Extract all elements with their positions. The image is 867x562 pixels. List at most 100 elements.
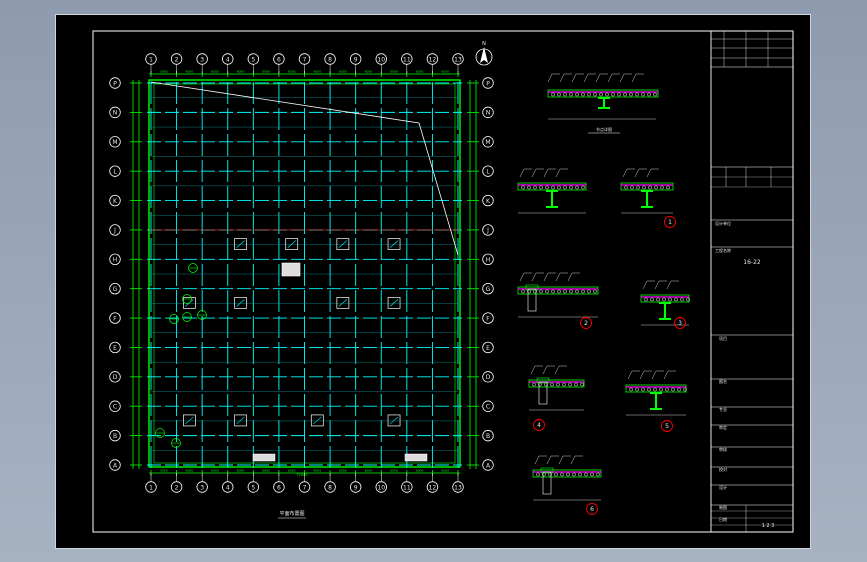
void-circle xyxy=(648,185,652,190)
column-axis-bubble xyxy=(247,53,260,65)
span-dimension: 6000 xyxy=(390,469,398,473)
column-axis-bubble xyxy=(324,481,336,493)
span-dimension: 6000 xyxy=(211,70,219,74)
row-axis-label: J xyxy=(486,227,489,234)
void-circle xyxy=(581,185,585,190)
row-axis-bubble xyxy=(482,165,494,177)
detail-cap xyxy=(536,377,550,384)
detail-callout-label: 1 xyxy=(668,219,672,226)
row-axis-label: H xyxy=(486,257,491,264)
column-axis-label: 1 xyxy=(149,484,153,491)
row-axis-bubble xyxy=(109,312,121,324)
opening-mark xyxy=(234,297,247,309)
detail-callout xyxy=(533,419,545,431)
column-axis-label: 13 xyxy=(454,484,462,491)
annotation-leader xyxy=(543,168,549,178)
span-dimension: 6000 xyxy=(365,469,373,473)
annotation-leader xyxy=(619,73,625,83)
void-circle xyxy=(623,92,627,97)
void-circle xyxy=(674,297,678,302)
floor-plan: 3000 6000 6000 6000 6000 6000 6000 6000 6000 6000… xyxy=(109,41,494,519)
column-axis-bubble xyxy=(145,53,157,65)
column-axis-label: 12 xyxy=(429,56,437,63)
span-dimension: 6000 xyxy=(339,70,347,74)
annotation-leader xyxy=(571,73,577,83)
column-axis-bubble xyxy=(401,53,413,65)
void-circle xyxy=(642,185,646,190)
row-axis-label: G xyxy=(113,286,118,293)
opening-diagonal xyxy=(389,416,399,425)
opening-mark xyxy=(387,297,401,309)
column-axis-label: 5 xyxy=(251,484,255,491)
void-circle xyxy=(563,185,567,190)
void-circle xyxy=(554,472,558,477)
void-circle xyxy=(536,472,540,477)
span-dimension: 6000 xyxy=(186,70,194,74)
span-dimension: 6000 xyxy=(211,469,219,473)
row-axis-label: J xyxy=(113,227,116,234)
opening-diagonal xyxy=(236,416,245,425)
column-axis-label: 6 xyxy=(277,56,281,63)
annotation-leader xyxy=(546,455,552,465)
detail-beam-web xyxy=(655,392,657,410)
void-circle xyxy=(635,92,639,97)
annotation-leader xyxy=(666,280,672,290)
detail-column xyxy=(542,471,552,495)
column-axis-bubble xyxy=(170,53,183,65)
annotation-leader xyxy=(554,365,560,375)
detail-beam-web xyxy=(664,302,666,320)
detail-beam-web xyxy=(646,190,648,208)
void-circle xyxy=(617,92,621,97)
annotation-leader xyxy=(543,272,549,282)
annotation-leader xyxy=(567,272,573,282)
title-block-label: 设计 xyxy=(719,484,727,490)
void-circle xyxy=(572,472,576,477)
row-axis-bubble xyxy=(482,282,494,295)
row-axis-bubble xyxy=(482,136,494,148)
detail-callout xyxy=(586,503,598,515)
title-block-label: 工程名称 xyxy=(715,247,731,253)
void-circle xyxy=(641,387,645,392)
column-axis-bubble xyxy=(324,53,336,65)
void-circle xyxy=(551,185,555,190)
span-dimension: 6000 xyxy=(416,469,424,473)
detail-beam-flange xyxy=(641,206,653,208)
opening-mark xyxy=(183,414,196,427)
opening-mark xyxy=(336,297,350,309)
void-circle xyxy=(566,472,570,477)
opening-mark xyxy=(310,414,324,427)
opening-mark xyxy=(285,238,299,250)
column-axis-label: 4 xyxy=(226,484,230,491)
span-dimension: 6000 xyxy=(237,469,245,473)
void-circle xyxy=(563,92,567,97)
detail-top-beam-web xyxy=(603,97,605,109)
column-axis-bubble xyxy=(375,53,387,65)
row-axis-bubble xyxy=(482,224,494,236)
annotation-leader xyxy=(622,168,628,178)
annotation-leader xyxy=(519,168,525,178)
cad-viewport[interactable]: 3000 6000 6000 6000 6000 6000 6000 6000 6000 6000… xyxy=(55,14,811,549)
row-axis-label: N xyxy=(486,110,491,117)
detail-column xyxy=(538,381,548,405)
row-axis-bubble xyxy=(482,77,494,89)
column-axis-label: 9 xyxy=(354,56,358,63)
row-axis-bubble xyxy=(109,282,121,295)
opening-mark xyxy=(234,238,247,250)
annotation-leader xyxy=(646,168,652,178)
void-circle xyxy=(556,382,560,387)
void-circle xyxy=(545,185,549,190)
annotation-leader xyxy=(519,272,525,282)
column-axis-label: 10 xyxy=(377,56,385,63)
span-dimension: 3000 xyxy=(160,70,168,74)
span-dimension: 6000 xyxy=(441,70,449,74)
row-axis-bubble xyxy=(482,194,494,207)
span-dimension: 3000 xyxy=(160,469,168,473)
column-axis-label: 3 xyxy=(200,56,204,63)
column-axis-label: 8 xyxy=(328,484,332,491)
annotation-leader xyxy=(663,370,669,380)
annotation-leader xyxy=(531,272,537,282)
void-circle xyxy=(662,297,666,302)
void-circle xyxy=(611,92,615,97)
column-axis-label: 2 xyxy=(175,484,179,491)
